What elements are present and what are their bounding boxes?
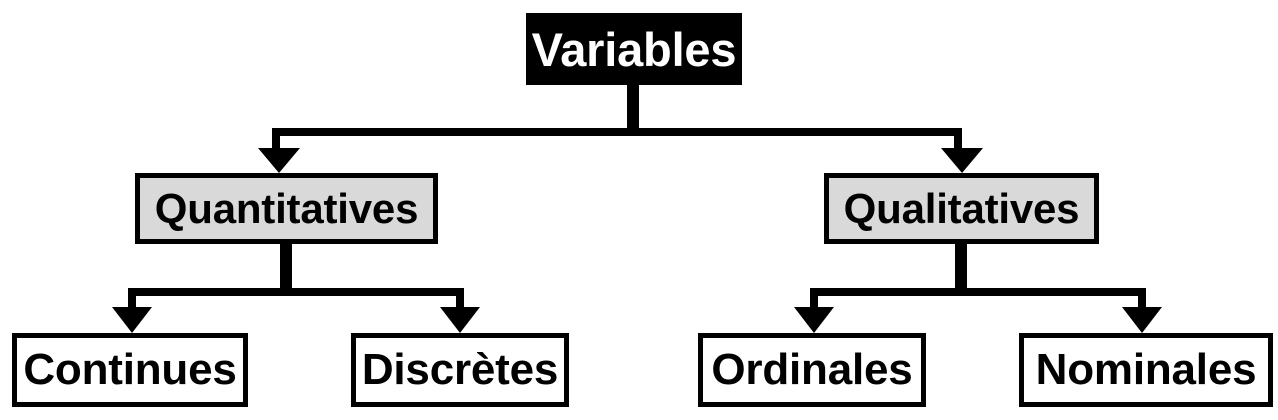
node-quantitatives[interactable]: Quantitatives: [135, 173, 438, 244]
arrowhead-continues: [112, 307, 152, 333]
connector-qualitatives-to-level3: [794, 244, 1162, 333]
connector-drop-discretes: [456, 288, 464, 313]
node-ordinales-label: Ordinales: [711, 345, 913, 394]
node-variables[interactable]: Variables: [526, 13, 742, 85]
node-qualitatives[interactable]: Qualitatives: [824, 173, 1099, 244]
node-discretes[interactable]: Discrètes: [351, 333, 569, 407]
connector-bar-quantitatives: [128, 288, 464, 296]
node-continues[interactable]: Continues: [12, 333, 248, 407]
arrowhead-quantitatives: [258, 148, 300, 173]
connector-bar-qualitatives: [810, 288, 1146, 296]
connector-drop-nominales: [1138, 288, 1146, 313]
connector-drop-continues: [128, 288, 136, 313]
connector-drop-ordinales: [810, 288, 818, 313]
node-continues-label: Continues: [23, 345, 237, 394]
node-discretes-label: Discrètes: [361, 345, 559, 394]
connector-drop-qualitatives: [954, 128, 962, 153]
node-nominales[interactable]: Nominales: [1019, 333, 1273, 407]
connector-quantitatives-to-level3: [112, 244, 480, 333]
connector-root-to-level2: [258, 85, 983, 173]
node-nominales-label: Nominales: [1035, 345, 1257, 394]
node-variables-label: Variables: [531, 22, 737, 76]
arrowhead-discretes: [440, 307, 480, 333]
connector-stem-root: [627, 85, 639, 135]
arrowhead-ordinales: [794, 307, 834, 333]
connector-stem-quantitatives: [280, 244, 292, 294]
arrowhead-nominales: [1122, 307, 1162, 333]
node-qualitatives-label: Qualitatives: [843, 184, 1080, 232]
connector-stem-qualitatives: [955, 244, 967, 294]
connector-bar-root: [272, 128, 962, 136]
node-ordinales[interactable]: Ordinales: [698, 333, 926, 407]
connector-drop-quantitatives: [272, 128, 280, 153]
node-quantitatives-label: Quantitatives: [154, 184, 419, 232]
arrowhead-qualitatives: [941, 148, 983, 173]
